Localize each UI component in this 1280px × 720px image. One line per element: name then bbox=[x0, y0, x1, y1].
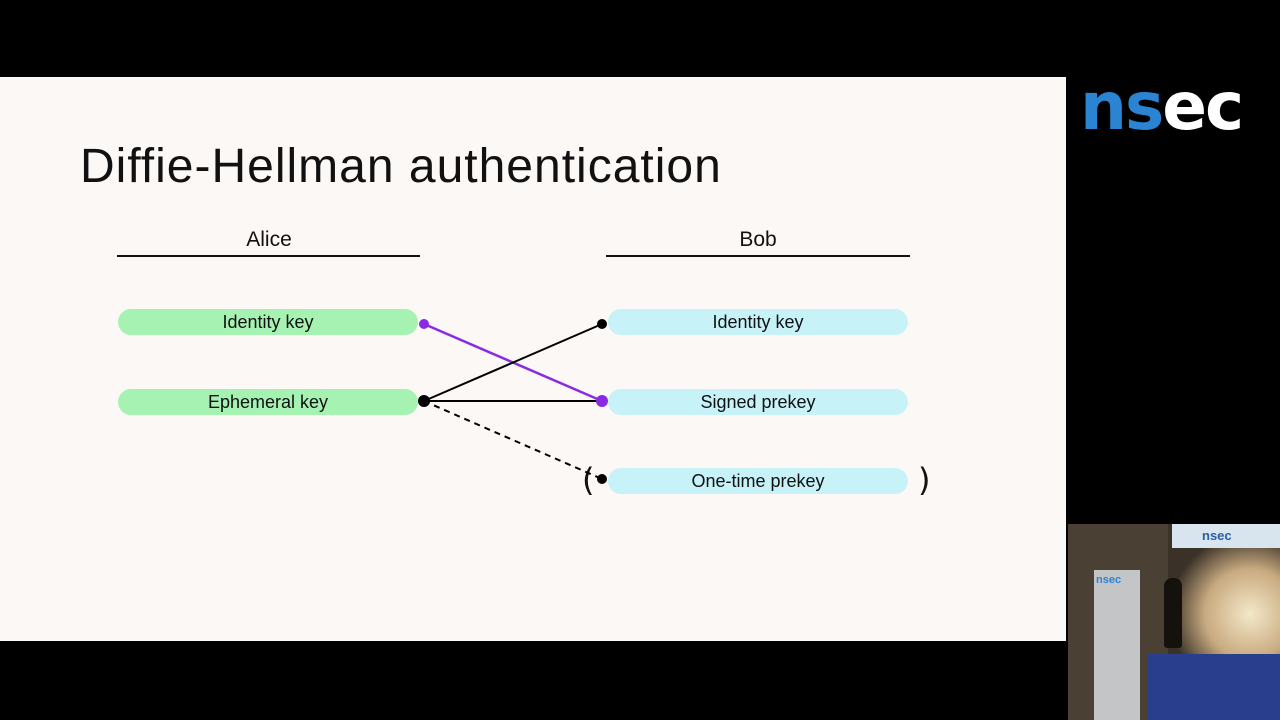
dashed-link-ek-to-opk bbox=[423, 400, 603, 480]
alice-heading: Alice bbox=[246, 228, 292, 251]
nsec-logo: nsec bbox=[1080, 68, 1244, 145]
bob-spk-dot bbox=[596, 395, 608, 407]
speaker bbox=[1164, 578, 1182, 648]
dh-connections bbox=[418, 319, 608, 484]
stage-table bbox=[1148, 654, 1280, 720]
black-link-ek-to-ik bbox=[423, 323, 603, 402]
bob-identity-key: Identity key bbox=[608, 309, 908, 335]
alice-identity-key: Identity key bbox=[118, 309, 418, 335]
optional-close-paren: ) bbox=[918, 461, 931, 499]
camera-banner: nsec bbox=[1172, 524, 1280, 548]
bob-heading: Bob bbox=[739, 228, 777, 251]
bob-one-time-prekey: One-time prekey bbox=[608, 468, 908, 494]
alice-ik-dot bbox=[419, 319, 429, 329]
bob-heading-rule bbox=[606, 255, 910, 257]
optional-open-paren: ( bbox=[582, 461, 595, 499]
bob-ik-dot bbox=[597, 319, 607, 329]
bob-opk-dot bbox=[597, 474, 607, 484]
alice-heading-rule bbox=[117, 255, 420, 257]
podium-logo: nsec bbox=[1096, 574, 1122, 586]
alice-ek-dot bbox=[418, 395, 430, 407]
bob-signed-prekey: Signed prekey bbox=[608, 389, 908, 415]
alice-ephemeral-key: Ephemeral key bbox=[118, 389, 418, 415]
speaker-camera-feed: nsec nsec bbox=[1068, 524, 1280, 720]
slide-title: Diffie-Hellman authentication bbox=[80, 140, 722, 193]
presentation-slide: Diffie-Hellman authentication Alice Bob … bbox=[0, 77, 1066, 641]
podium bbox=[1094, 570, 1140, 720]
